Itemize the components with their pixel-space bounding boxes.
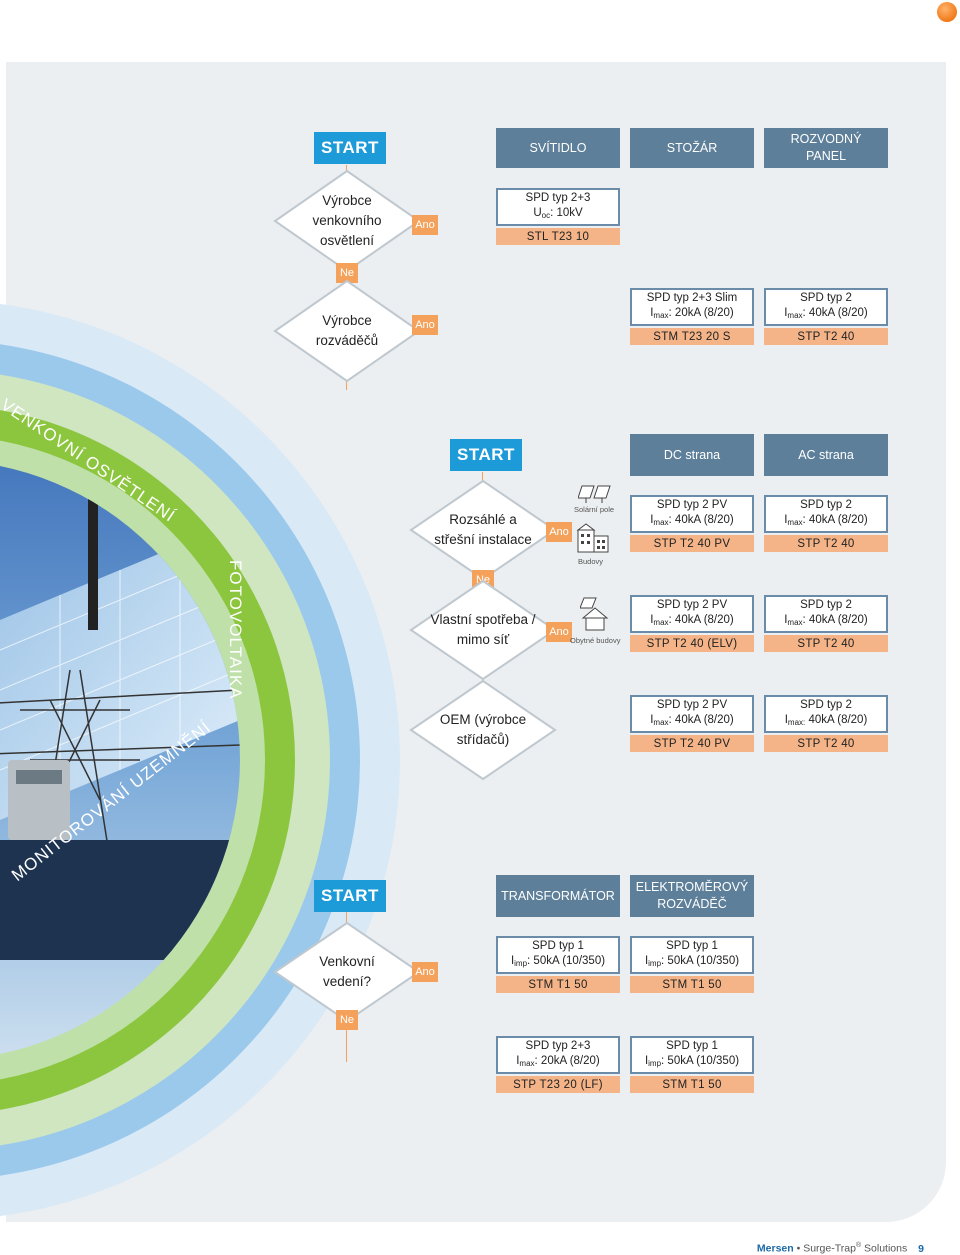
footer-reg: ® — [855, 1242, 862, 1249]
header-transformer: TRANSFORMÁTOR — [496, 875, 620, 917]
yes-tag: Ano — [546, 622, 572, 642]
house-icon — [580, 597, 609, 631]
spd-box-dc-row3: SPD typ 2 PV Imax: 40kA (8/20) — [630, 695, 754, 733]
no-tag: Ne — [336, 1010, 358, 1030]
header-meter-board: ELEKTROMĚROVÝ ROZVÁDĚČ — [630, 875, 754, 917]
header-rozvodny-panel: ROZVODNÝ PANEL — [764, 128, 888, 168]
model-stp-t23-20-lf: STP T23 20 (LF) — [496, 1076, 620, 1093]
yes-tag: Ano — [546, 522, 572, 542]
decision-overhead-lines: Venkovní vedení? — [272, 920, 422, 1024]
photo-collage — [0, 460, 240, 1060]
spd-box-dc-row2: SPD typ 2 PV Imax: 40kA (8/20) — [630, 595, 754, 633]
model-ac-row2: STP T2 40 — [764, 635, 888, 652]
spd-box-stp-t2: SPD typ 2 Imax: 40kA (8/20) — [764, 288, 888, 326]
model-stm-t23-20-s: STM T23 20 S — [630, 328, 754, 345]
footer-product-rest: Solutions — [861, 1242, 908, 1255]
model-stp-t2-40: STP T2 40 — [764, 328, 888, 345]
solar-array-icon — [578, 485, 611, 503]
decision-oem: OEM (výrobce střídačů) — [408, 678, 558, 782]
spd-box-ac-row2: SPD typ 2 Imax: 40kA (8/20) — [764, 595, 888, 633]
decision-switchboard-maker: Výrobce rozváděčů — [272, 278, 422, 384]
arc-label-pv: FOTOVOLTAIKA — [226, 560, 245, 700]
decision-large-rooftop: Rozsáhlé a střešní instalace — [408, 478, 558, 582]
decor-dot-icon — [937, 2, 957, 22]
header-stozar: STOŽÁR — [630, 128, 754, 168]
footer-bullet: • — [796, 1242, 801, 1255]
yes-tag: Ano — [412, 215, 438, 235]
yes-tag: Ano — [412, 315, 438, 335]
spd-box-stm-t23: SPD typ 2+3 Slim Imax: 20kA (8/20) — [630, 288, 754, 326]
buildings-icon — [576, 523, 609, 553]
model-dc-row2: STP T2 40 (ELV) — [630, 635, 754, 652]
spd-box-ac-row3: SPD typ 2 Imax: 40kA (8/20) — [764, 695, 888, 733]
model-stl-t23-10: STL T23 10 — [496, 228, 620, 245]
spd-box-stl: SPD typ 2+3 Uoc: 10kV — [496, 188, 620, 226]
model-ac-row3: STP T2 40 — [764, 735, 888, 752]
header-ac: AC strana — [764, 434, 888, 476]
start-label-3: START — [314, 880, 386, 912]
footer-brand: Mersen — [756, 1242, 794, 1255]
model-dc-row3: STP T2 40 PV — [630, 735, 754, 752]
page-number: 9 — [918, 1242, 924, 1255]
decision-self-consumption: Vlastní spotřeba / mimo síť — [408, 578, 558, 682]
header-svitidlo: SVÍTIDLO — [496, 128, 620, 168]
model-stm-t1-50-a: STM T1 50 — [496, 976, 620, 993]
spd-box-t1-meter: SPD typ 1 Iimp: 50kA (10/350) — [630, 936, 754, 974]
header-dc: DC strana — [630, 434, 754, 476]
house-caption: Obytné budovy — [570, 636, 621, 645]
model-stm-t1-50-c: STM T1 50 — [630, 1076, 754, 1093]
model-ac-row1: STP T2 40 — [764, 535, 888, 552]
spd-box-t1-meter-2: SPD typ 1 Iimp: 50kA (10/350) — [630, 1036, 754, 1074]
start-label-2: START — [450, 439, 522, 471]
spd-box-t23-lf: SPD typ 2+3 Imax: 20kA (8/20) — [496, 1036, 620, 1074]
spd-box-ac-row1: SPD typ 2 Imax: 40kA (8/20) — [764, 495, 888, 533]
model-dc-row1: STP T2 40 PV — [630, 535, 754, 552]
no-tag: Ne — [336, 263, 358, 283]
solar-array-caption: Solární pole — [574, 505, 615, 514]
yes-tag: Ano — [412, 962, 438, 982]
buildings-caption: Budovy — [578, 557, 604, 566]
spd-box-t1-transformer: SPD typ 1 Iimp: 50kA (10/350) — [496, 936, 620, 974]
footer-product: Surge-Trap — [803, 1242, 856, 1255]
decision-outdoor-lighting: Výrobce venkovního osvětlení — [272, 168, 422, 274]
start-label-1: START — [314, 132, 386, 164]
page-footer: Mersen • Surge-Trap® Solutions 9 — [757, 1242, 924, 1255]
spd-box-dc-row1: SPD typ 2 PV Imax: 40kA (8/20) — [630, 495, 754, 533]
model-stm-t1-50-b: STM T1 50 — [630, 976, 754, 993]
